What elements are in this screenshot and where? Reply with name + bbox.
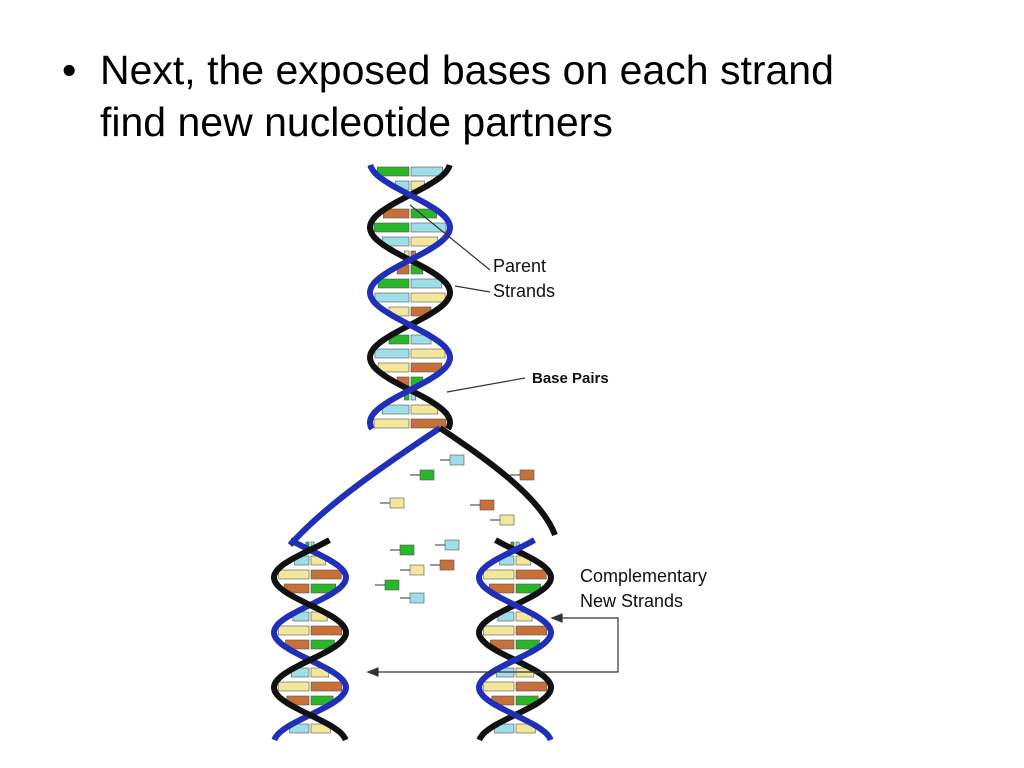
parent-base bbox=[410, 348, 446, 359]
free-nucleotide bbox=[499, 514, 515, 526]
parent-base bbox=[373, 418, 410, 429]
base-pairs-group bbox=[277, 166, 548, 734]
daughter-left-strand-new bbox=[270, 537, 350, 742]
bullet-symbol: • bbox=[62, 47, 77, 93]
parent-base bbox=[377, 278, 410, 289]
free-nucleotide bbox=[479, 499, 495, 511]
free-nucleotide bbox=[449, 454, 465, 466]
daughter-left-base bbox=[277, 681, 310, 692]
daughter-right-strand-old bbox=[475, 537, 555, 742]
parent-leader-1 bbox=[409, 204, 491, 271]
fork-right-strand bbox=[438, 425, 558, 537]
parent-base bbox=[377, 362, 410, 373]
base-pairs-leader bbox=[446, 377, 526, 393]
parent-base bbox=[374, 292, 410, 303]
daughter-left-base bbox=[278, 569, 310, 580]
complementary-leader bbox=[372, 617, 619, 673]
base-pairs-label: Base Pairs bbox=[532, 370, 609, 387]
free-nucleotide bbox=[439, 559, 455, 571]
parent-label-line-1: Parent bbox=[493, 256, 546, 276]
free-nucleotide bbox=[399, 544, 415, 556]
parent-base bbox=[410, 418, 447, 429]
arrowhead-right bbox=[550, 613, 563, 623]
daughter-right-base bbox=[515, 681, 548, 692]
parent-strand-2 bbox=[366, 164, 454, 431]
free-nucleotide bbox=[444, 539, 460, 551]
parent-base bbox=[410, 362, 443, 373]
daughter-left-base bbox=[310, 569, 342, 580]
parent-base bbox=[410, 166, 443, 177]
daughter-left-base bbox=[310, 681, 343, 692]
parent-strand-1 bbox=[366, 164, 454, 431]
parent-base bbox=[377, 166, 410, 177]
bullet-text-line-1: Next, the exposed bases on each strand bbox=[100, 47, 834, 93]
parent-base bbox=[410, 292, 446, 303]
free-nucleotide bbox=[384, 579, 400, 591]
strands-group bbox=[270, 164, 558, 742]
daughter-left-strand-old bbox=[270, 537, 350, 742]
daughter-right-base bbox=[515, 625, 547, 636]
free-nucleotide bbox=[409, 592, 425, 604]
parent-base bbox=[410, 222, 447, 233]
daughter-right-base bbox=[482, 681, 515, 692]
bullet-text-line-2: find new nucleotide partners bbox=[100, 99, 613, 145]
label-leaders bbox=[366, 204, 619, 677]
free-nucleotide bbox=[389, 497, 405, 509]
daughter-left-base bbox=[310, 625, 342, 636]
complementary-label-line-1: Complementary bbox=[580, 566, 707, 586]
parent-base bbox=[410, 278, 443, 289]
daughter-left-base bbox=[278, 625, 310, 636]
daughter-right-base bbox=[515, 569, 547, 580]
parent-label-line-2: Strands bbox=[493, 281, 555, 301]
free-nucleotide bbox=[519, 469, 535, 481]
arrowhead-left bbox=[366, 667, 379, 677]
parent-base bbox=[373, 222, 410, 233]
free-nucleotide bbox=[419, 469, 435, 481]
free-nucleotide bbox=[409, 564, 425, 576]
parent-base bbox=[374, 348, 410, 359]
daughter-right-base bbox=[483, 569, 515, 580]
daughter-right-base bbox=[483, 625, 515, 636]
fork-left-strand bbox=[287, 425, 442, 547]
complementary-label-line-2: New Strands bbox=[580, 591, 683, 611]
bullet-text: Next, the exposed bases on each strand f… bbox=[100, 44, 980, 148]
daughter-right-strand-new bbox=[475, 537, 555, 742]
parent-leader-2 bbox=[454, 285, 491, 293]
